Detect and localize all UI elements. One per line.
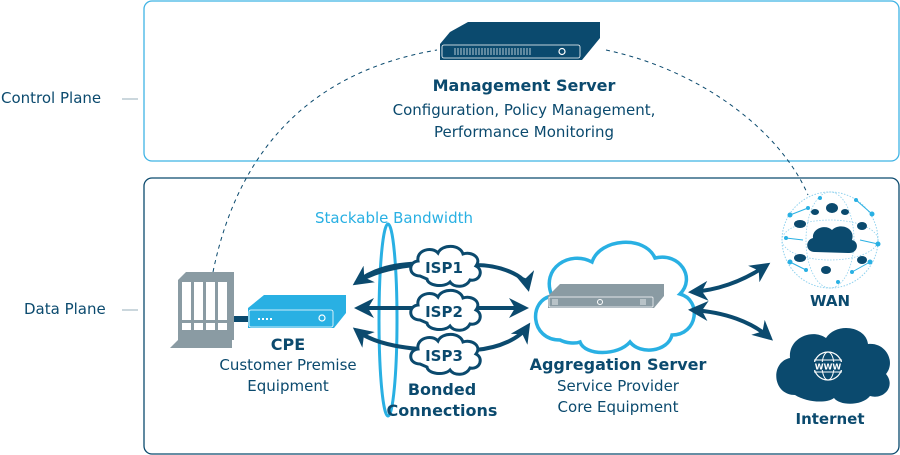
isp1-label: ISP1	[425, 259, 463, 277]
internet-link	[688, 300, 773, 341]
cpe-line2: Equipment	[247, 377, 329, 395]
wan-label: WAN	[809, 292, 851, 310]
management-server-line1: Configuration, Policy Management,	[392, 101, 656, 119]
data-plane-box	[143, 177, 900, 455]
bonded-title-line1: Bonded	[407, 380, 477, 399]
isp3-label: ISP3	[425, 347, 463, 365]
aggregation-server-icon	[548, 284, 664, 308]
cpe-title: CPE	[270, 335, 306, 354]
www-glyph: WWW	[815, 363, 842, 372]
isp1-cloud: ISP1	[409, 244, 482, 288]
isp3-cloud: ISP3	[409, 332, 482, 376]
stackable-bandwidth-ring	[377, 222, 399, 418]
wan-globe-icon	[781, 191, 881, 289]
bonded-title-line2: Connections	[386, 401, 498, 420]
building-icon	[170, 272, 234, 348]
isp2-cloud: ISP2	[409, 288, 482, 332]
wan-link	[688, 262, 771, 301]
stackable-bandwidth-label: Stackable Bandwidth	[315, 209, 473, 227]
isp-clouds: ISP1 ISP2 ISP3	[409, 244, 482, 376]
control-plane-label: Control Plane	[1, 89, 102, 107]
management-server-title: Management Server	[432, 76, 616, 95]
aggregation-server-title: Aggregation Server	[529, 355, 707, 374]
isp3-link	[474, 322, 531, 352]
aggregation-server-line2: Core Equipment	[557, 398, 679, 416]
cpe-router-icon	[248, 295, 346, 328]
www-cloud-icon: WWW	[776, 327, 890, 404]
isp2-label: ISP2	[425, 303, 463, 321]
internet-label: Internet	[795, 410, 865, 428]
management-server-line2: Performance Monitoring	[433, 123, 615, 141]
data-plane-label: Data Plane	[24, 300, 106, 318]
control-plane-box	[143, 0, 900, 162]
management-link-cpe	[212, 49, 438, 273]
aggregation-server-line1: Service Provider	[557, 377, 679, 395]
rack-server-icon	[440, 22, 600, 60]
cpe-line1: Customer Premise	[219, 356, 357, 374]
management-link-wan	[605, 49, 809, 196]
site-link	[234, 316, 250, 322]
